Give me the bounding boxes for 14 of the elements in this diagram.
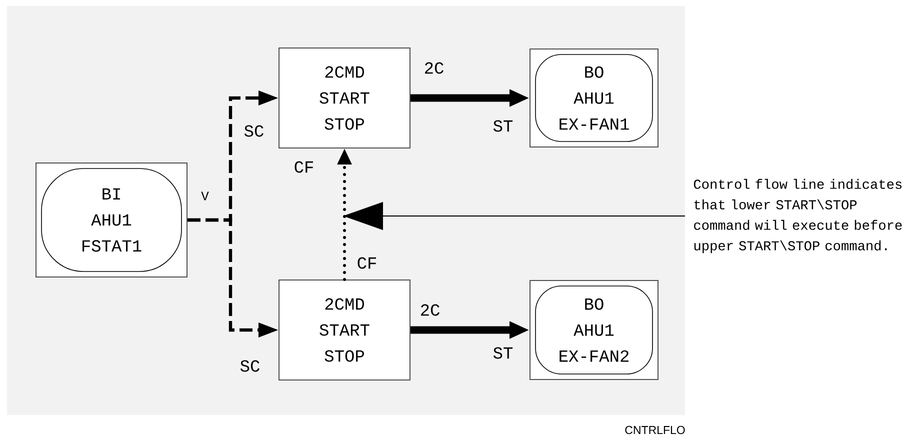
pin-label: ST: [493, 347, 513, 359]
pin-label: V: [201, 192, 209, 200]
note-text: Control flow line indicates that lower START\STOP command will execute before upper START\STOP command.: [694, 178, 902, 254]
pin-label: 2C: [421, 304, 440, 316]
pin-label: CF: [358, 257, 376, 269]
point-box: BO AHU1 EX-FAN1: [530, 48, 658, 148]
point-box: BI AHU1 FSTAT1: [36, 162, 188, 278]
process-box: 2CMD START STOP: [278, 280, 410, 380]
figure-label: CNTRLFLO: [625, 426, 685, 434]
point-box: BO AHU1 EX-FAN2: [530, 280, 658, 380]
pin-label: ST: [493, 120, 513, 132]
pin-label: SC: [244, 125, 264, 137]
pin-label: SC: [240, 360, 260, 372]
process-box: 2CMD START STOP: [278, 48, 410, 148]
